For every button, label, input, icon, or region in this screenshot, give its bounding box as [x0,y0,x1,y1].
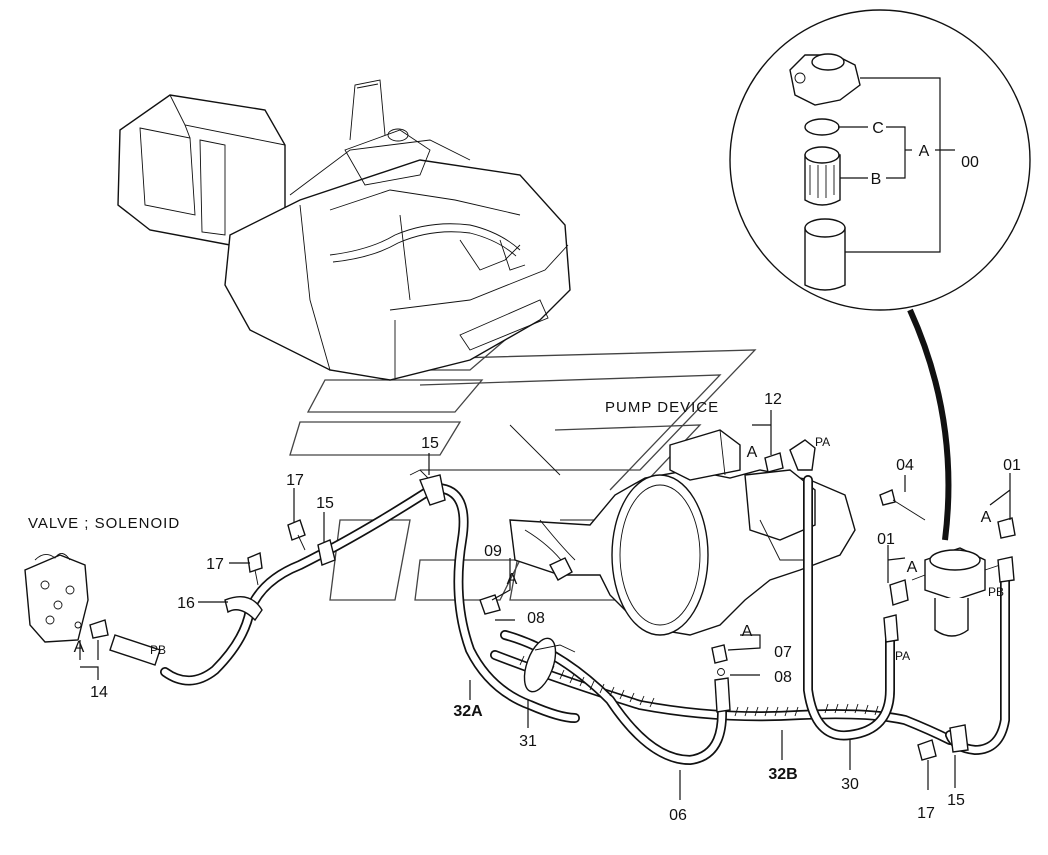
callout-01-mid: 01 [877,531,895,548]
callout-30: 30 [841,776,859,793]
line-filter [911,547,1001,637]
callout-06: 06 [669,807,687,824]
port-pa-top: PA [815,435,830,449]
callout-a-01-right: A [981,509,992,526]
callout-08-upper: 08 [527,610,545,627]
label-assembly-00: 00 [961,154,979,171]
leader-lines [79,410,1011,800]
callout-14: 14 [90,684,108,701]
callout-32a: 32A [453,703,483,720]
caption-pump-device: PUMP DEVICE [605,399,719,416]
callout-15-top: 15 [421,435,439,452]
callout-16: 16 [177,595,195,612]
solenoid-valve [24,553,89,643]
callout-12: 12 [764,391,782,408]
detail-leader [907,308,952,541]
callout-09: 09 [484,543,502,560]
hoses [160,475,1010,766]
caption-valve-solenoid: VALVE ; SOLENOID [28,515,180,532]
callout-17-left: 17 [286,472,304,489]
callout-a-valve: A [74,639,85,656]
callout-01-right: 01 [1003,457,1021,474]
callout-04: 04 [896,457,914,474]
port-pb-right: PB [988,585,1004,599]
callout-a-07: A [742,623,753,640]
label-c: C [872,120,884,137]
callout-31: 31 [519,733,537,750]
label-b: B [871,171,882,188]
callout-07: 07 [774,644,792,661]
port-pb-left: PB [150,643,166,657]
callout-08-lower: 08 [774,669,792,686]
port-pa-right: PA [895,649,910,663]
callout-32b: 32B [768,766,797,783]
label-a: A [919,143,930,160]
callout-a-pump: A [747,444,758,461]
pump-device [509,424,856,636]
callout-15-bottom: 15 [947,792,965,809]
callout-a-01-mid: A [907,559,918,576]
callouts: 15 17 15 17 16 A 14 12 A 09 A 08 A 07 08… [74,391,1021,824]
callout-17-mid: 17 [206,556,224,573]
excavator-illustration [117,79,571,381]
filter-detail: C B A 00 [729,9,1031,311]
callout-17-bottom: 17 [917,805,935,822]
callout-15-left: 15 [316,495,334,512]
callout-a-09: A [507,571,518,588]
hardware [89,439,1016,761]
